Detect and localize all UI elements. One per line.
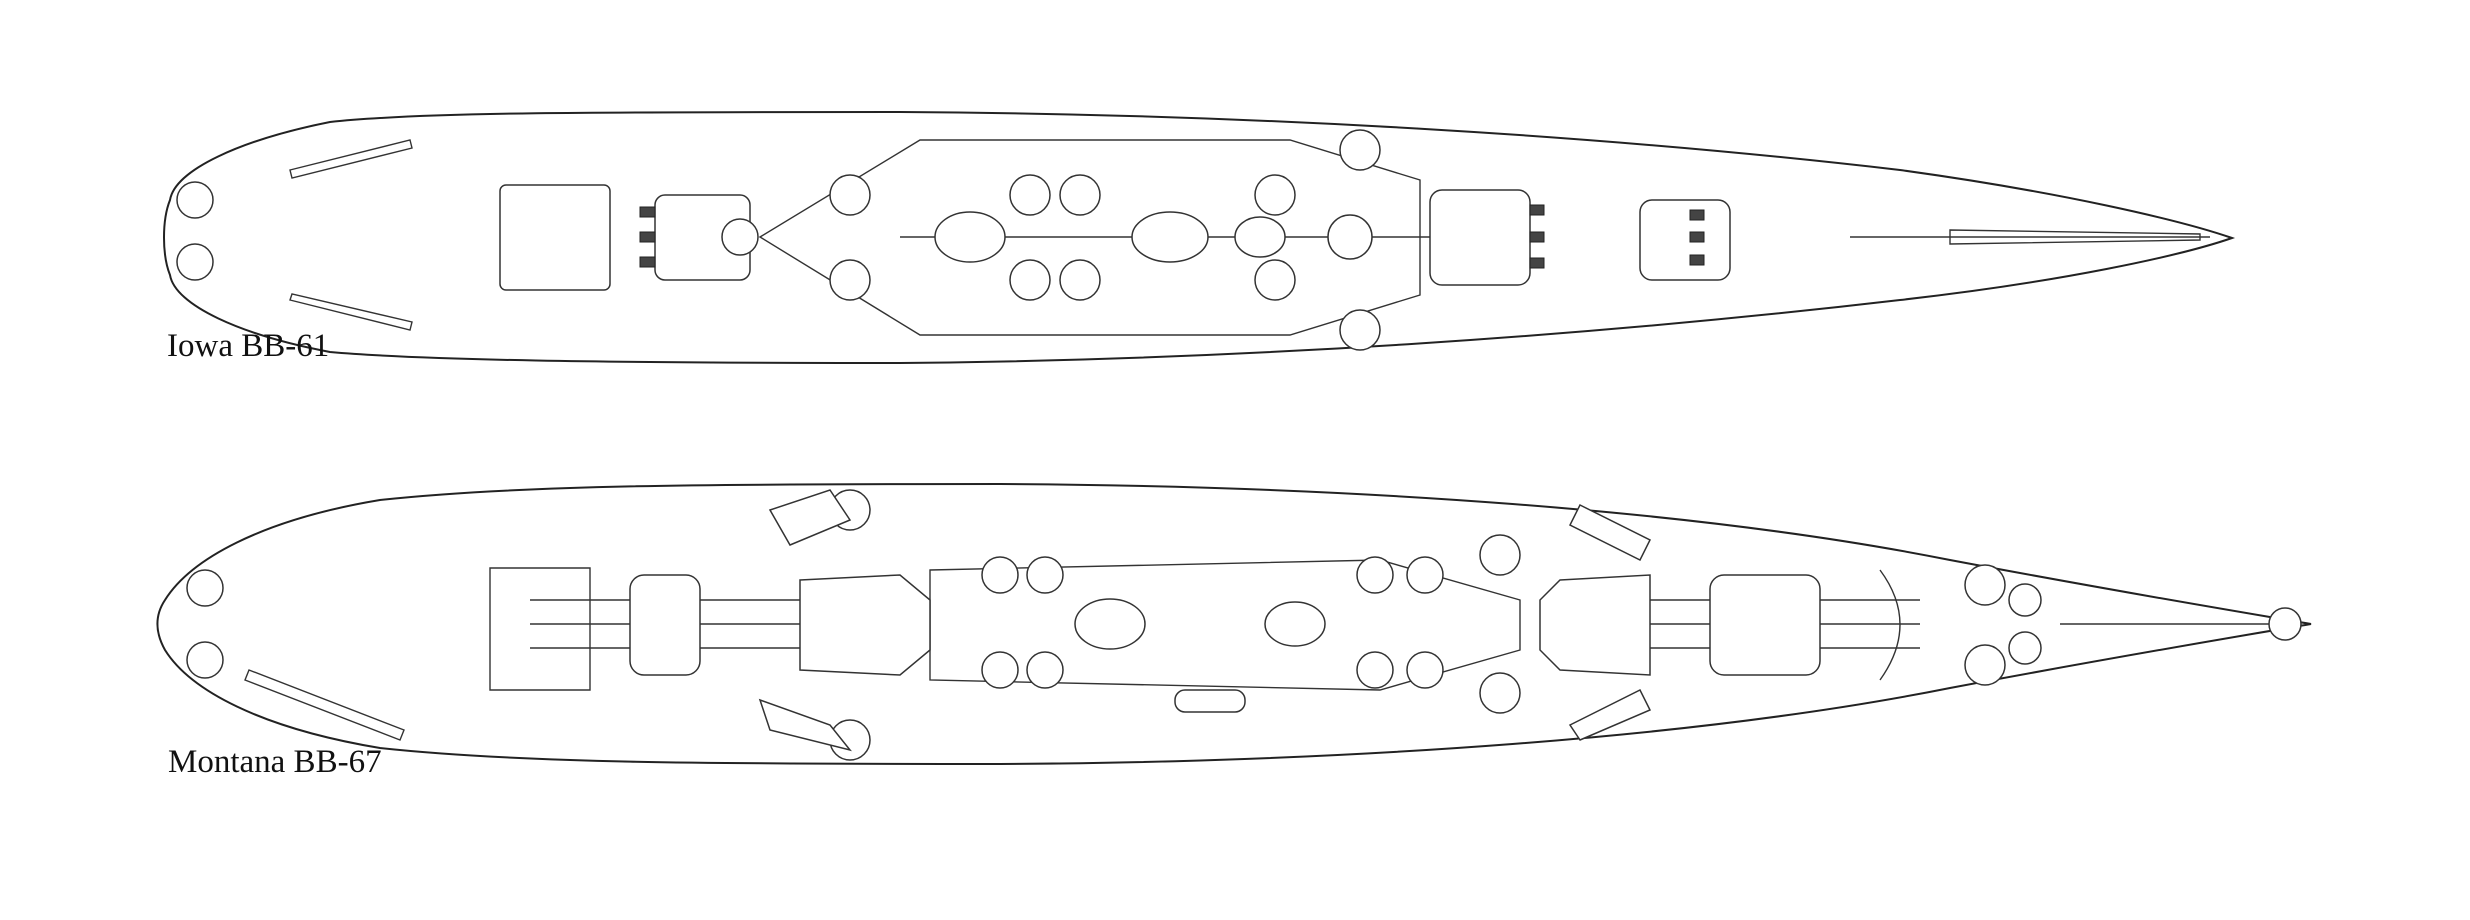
montana-turret-aft-2: [700, 574, 931, 676]
iowa-secondary-mounts: [176, 129, 1381, 351]
montana-hull-outline: [156, 482, 2312, 766]
montana-deck-plan: [156, 482, 2312, 766]
iowa-turret-fwd-1: [1429, 189, 1545, 286]
montana-turret-fwd-2: [1709, 574, 1920, 676]
iowa-deck-plan: [163, 110, 2236, 365]
iowa-turret-fwd-2: [1639, 199, 1731, 281]
montana-aft-deckhouse: [489, 567, 591, 691]
montana-turret-fwd-1: [1539, 574, 1710, 676]
montana-secondary-mounts: [186, 489, 2302, 761]
montana-turret-aft-1: [530, 574, 701, 676]
montana-label: Montana BB-67: [168, 744, 382, 780]
iowa-label: Iowa BB-61: [167, 328, 330, 364]
iowa-turret-aft: [499, 184, 751, 291]
